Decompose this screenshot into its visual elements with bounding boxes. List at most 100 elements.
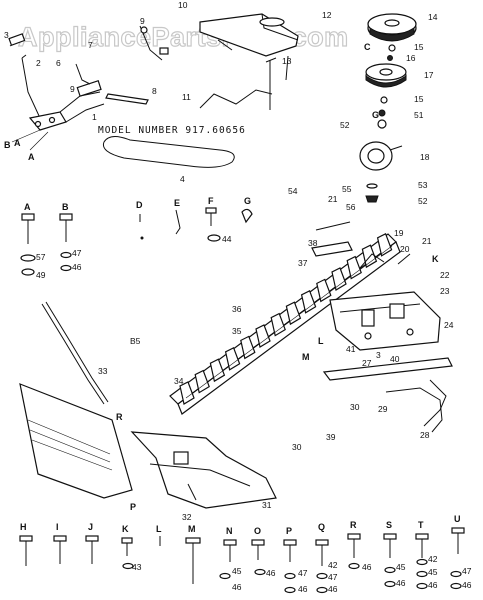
label-46e: 46: [328, 584, 338, 594]
label-54: 54: [288, 186, 298, 196]
label-46f: 46: [362, 562, 372, 572]
label-57: 57: [36, 252, 46, 262]
letter-C: C: [364, 42, 371, 52]
guard-tooth: [331, 267, 347, 291]
label-19: 19: [394, 228, 404, 238]
label-53: 53: [418, 180, 428, 190]
guard-tooth: [270, 312, 286, 337]
letter-R2: R: [350, 520, 357, 530]
guard-teeth: [179, 232, 393, 405]
letter-Q: Q: [318, 522, 325, 532]
part-number-labels: 3 2 6 7 9 8 1 9 12 13 11 14 15 16 17 15 …: [4, 10, 472, 594]
guard-tooth: [376, 232, 393, 257]
label-23: 23: [440, 286, 450, 296]
label-12: 12: [322, 10, 332, 20]
label-43: 43: [132, 562, 142, 572]
letter-H: H: [20, 522, 27, 532]
letter-A-top: A: [14, 138, 21, 148]
letter-M2: M: [188, 524, 196, 534]
lever-linkage: [139, 13, 299, 110]
label-22: 22: [440, 270, 450, 280]
guard-tooth: [300, 289, 317, 314]
letter-N: N: [226, 526, 233, 536]
label-47b: 47: [298, 568, 308, 578]
label-46a: 46: [72, 262, 82, 272]
label-36: 36: [232, 304, 242, 314]
letter-G: G: [244, 196, 251, 206]
label-46g: 46: [396, 578, 406, 588]
label-27: 27: [362, 358, 372, 368]
label-56: 56: [346, 202, 356, 212]
letter-P: P: [130, 502, 136, 512]
pulley-stack: [365, 13, 417, 129]
guard-tooth: [255, 324, 271, 348]
label-42a: 42: [328, 560, 338, 570]
label-47d: 47: [462, 566, 472, 576]
letter-T: T: [418, 520, 424, 530]
label-47c: 47: [328, 572, 338, 582]
label-24: 24: [444, 320, 454, 330]
letter-B: B: [62, 202, 69, 212]
section-label: B5: [130, 336, 141, 346]
label-30a: 30: [350, 402, 360, 412]
label-15a: 15: [414, 42, 424, 52]
deflector-shield: [19, 301, 277, 509]
watermark-text: AppliancePartsPros.com: [18, 22, 349, 52]
guard-tooth: [179, 381, 195, 405]
lift-handle-assembly: [8, 33, 149, 151]
label-46b: 46: [232, 582, 242, 592]
label-9b: 9: [140, 16, 145, 26]
label-37: 37: [298, 258, 308, 268]
label-45c: 45: [428, 567, 438, 577]
letter-G2: G: [372, 110, 379, 120]
hardware-row-lower: [19, 527, 465, 594]
label-3: 3: [4, 30, 9, 40]
idler-pulley: [359, 141, 403, 203]
letter-labels: B A A A B D E F G C G K L M R P H I J K …: [4, 42, 461, 536]
drive-link: [385, 387, 443, 433]
label-46i: 46: [462, 580, 472, 590]
letter-R: R: [116, 412, 123, 422]
label-40: 40: [390, 354, 400, 364]
hardware-row-upper: [20, 207, 253, 276]
label-31: 31: [262, 500, 272, 510]
top-label: 10: [178, 0, 188, 10]
label-42b: 42: [428, 554, 438, 564]
label-46h: 46: [428, 580, 438, 590]
label-46d: 46: [298, 584, 308, 594]
letter-L: L: [318, 336, 324, 346]
v-belt: [102, 136, 235, 168]
guard-tooth: [316, 278, 332, 303]
label-20: 20: [400, 244, 410, 254]
label-46c: 46: [266, 568, 276, 578]
label-6: 6: [56, 58, 61, 68]
label-47a: 47: [72, 248, 82, 258]
label-51: 51: [414, 110, 424, 120]
label-18: 18: [420, 152, 430, 162]
guard-tooth: [240, 335, 256, 360]
label-28: 28: [420, 430, 430, 440]
label-41: 41: [346, 344, 356, 354]
model-number: MODEL NUMBER 917.60656: [98, 125, 246, 136]
label-38: 38: [308, 238, 318, 248]
label-9a: 9: [70, 84, 75, 94]
label-35: 35: [232, 326, 242, 336]
guard-tooth: [346, 255, 362, 280]
label-7: 7: [88, 40, 93, 50]
cutter-bar-assembly: [169, 221, 453, 427]
label-4: 4: [180, 174, 185, 184]
label-3b: 3: [376, 350, 381, 360]
letter-J: J: [88, 522, 93, 532]
letter-O: O: [254, 526, 261, 536]
letter-M: M: [302, 352, 310, 362]
letter-L2: L: [156, 524, 162, 534]
letter-K: K: [432, 254, 439, 264]
guard-tooth: [209, 358, 226, 383]
label-11: 11: [182, 92, 191, 102]
label-34: 34: [174, 376, 184, 386]
letter-K2: K: [122, 524, 129, 534]
label-2: 2: [36, 58, 41, 68]
label-1: 1: [92, 112, 97, 122]
letter-A-top2: A: [28, 152, 35, 162]
